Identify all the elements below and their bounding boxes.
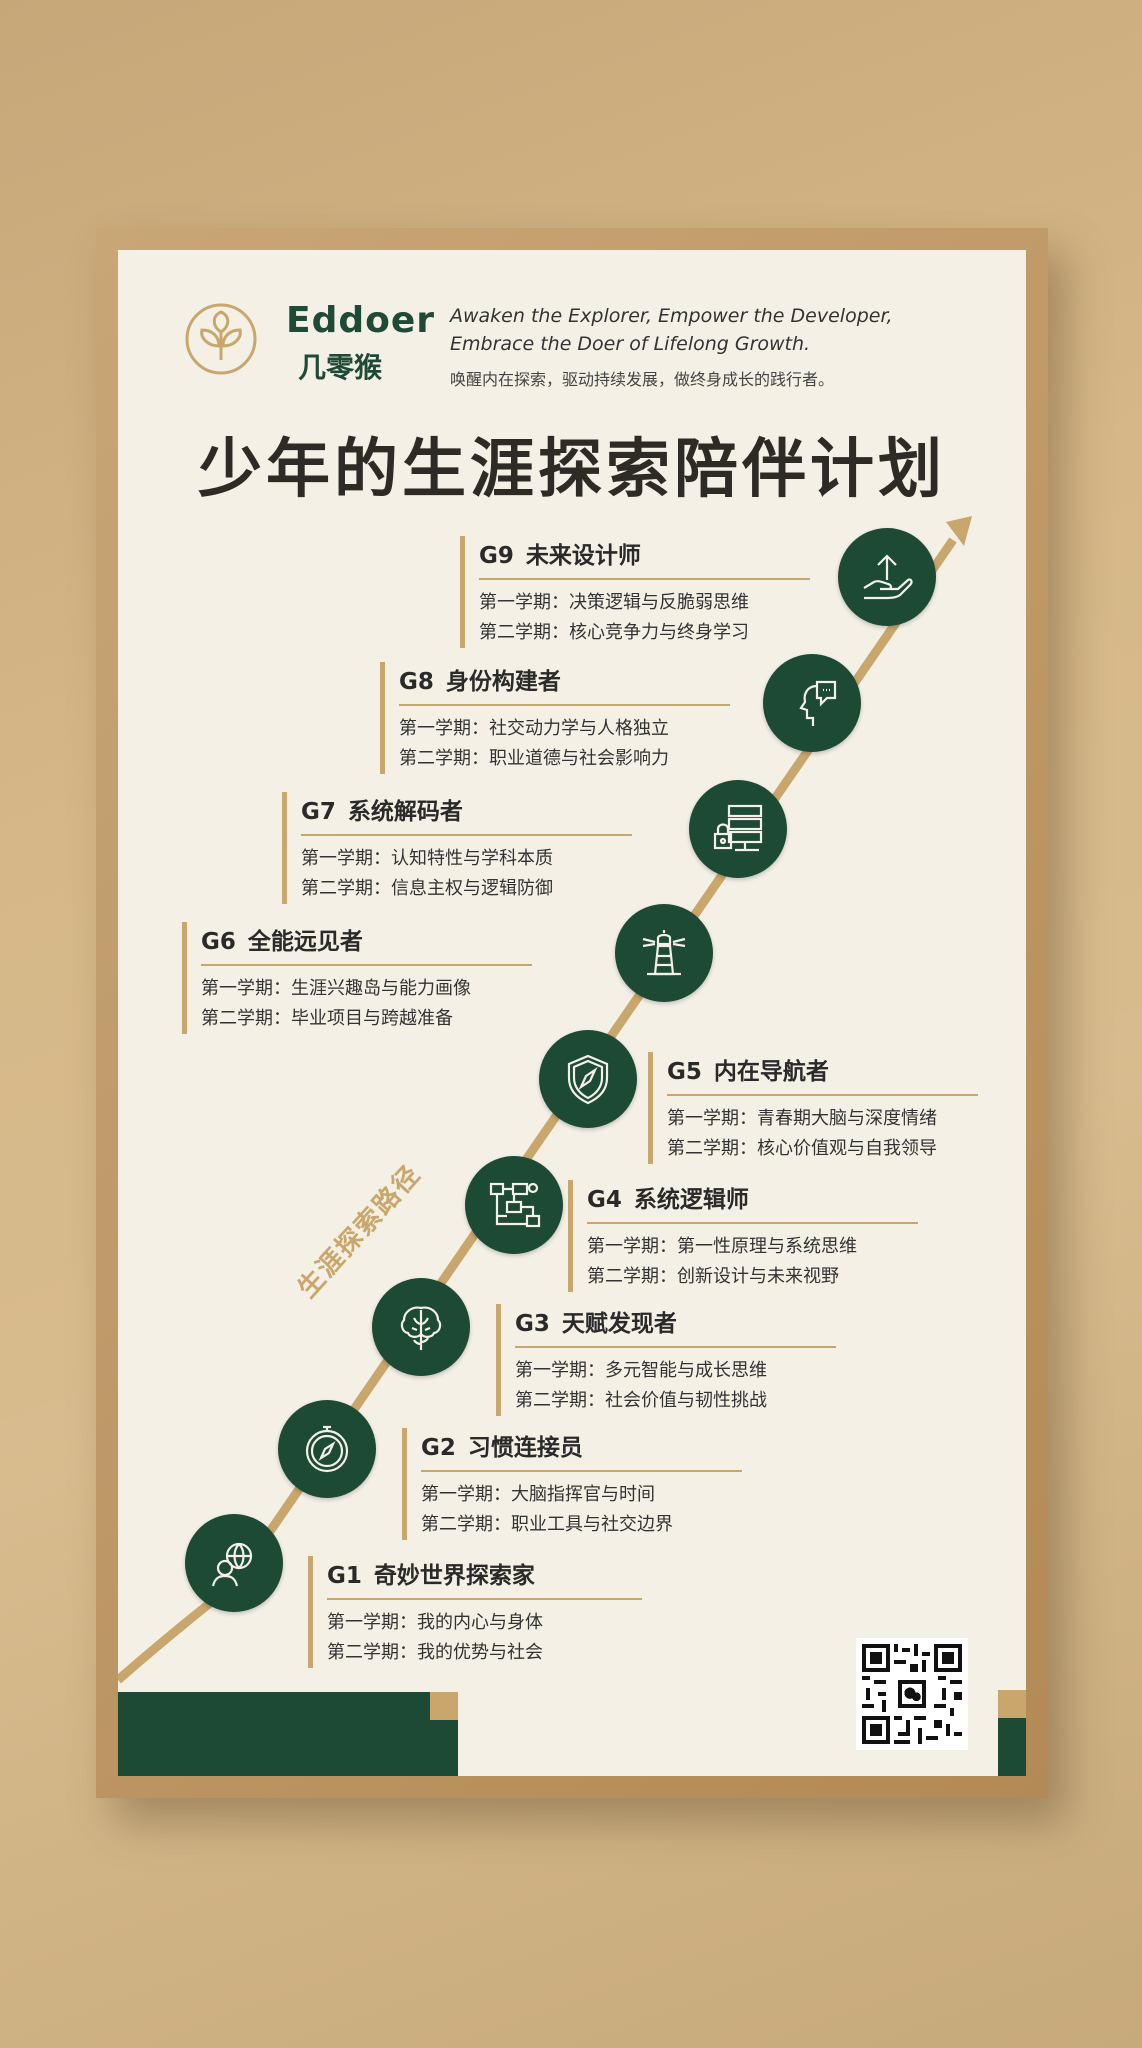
node-g7 [689,780,787,878]
grade-code: G9 [479,543,514,569]
child-globe-icon [211,1542,253,1587]
grade-heading: G8 身份构建者 [399,662,730,706]
grade-name: 身份构建者 [445,669,561,695]
term-2: 第二学期：创新设计与未来视野 [587,1266,839,1287]
term-1: 第一学期：多元智能与成长思维 [515,1360,767,1381]
term-2: 第二学期：信息主权与逻辑防御 [301,878,553,899]
brand-name-cn: 几零猴 [298,351,383,384]
bottom-gold-square [430,1692,458,1720]
poster-frame: Eddoer 几零猴 Awaken the Explorer, Empower … [96,228,1048,1798]
grade-name: 系统逻辑师 [633,1187,749,1213]
term-1: 第一学期：生涯兴趣岛与能力画像 [201,978,471,999]
grade-name: 内在导航者 [713,1059,829,1085]
term-2: 第二学期：核心价值观与自我领导 [667,1138,937,1159]
grade-block-g5: G5 内在导航者 第一学期：青春期大脑与深度情绪 第二学期：核心价值观与自我领导 [648,1052,978,1164]
grade-block-g8: G8 身份构建者 第一学期：社交动力学与人格独立 第二学期：职业道德与社会影响力 [380,662,730,774]
grade-heading: G5 内在导航者 [667,1052,978,1096]
term-1: 第一学期：决策逻辑与反脆弱思维 [479,592,749,613]
grade-code: G6 [201,929,236,955]
grade-block-g4: G4 系统逻辑师 第一学期：第一性原理与系统思维 第二学期：创新设计与未来视野 [568,1180,918,1292]
grade-name: 系统解码者 [347,799,463,825]
grade-code: G4 [587,1187,622,1213]
grade-code: G8 [399,669,434,695]
grade-code: G1 [327,1563,362,1589]
grade-code: G3 [515,1311,550,1337]
grade-name: 全能远见者 [247,929,363,955]
flowchart-icon [489,1182,541,1228]
node-g6 [615,904,713,1002]
grade-name: 天赋发现者 [561,1311,677,1337]
grade-code: G2 [421,1435,456,1461]
node-g5 [539,1030,637,1128]
brand-name-en: Eddoer [286,300,436,341]
node-g2 [278,1400,376,1498]
lighthouse-icon [642,930,686,976]
leaf-logo-icon [185,303,257,375]
compass-icon [305,1425,349,1473]
grade-heading: G4 系统逻辑师 [587,1180,918,1224]
grade-name: 未来设计师 [525,543,641,569]
poster: Eddoer 几零猴 Awaken the Explorer, Empower … [118,250,1026,1776]
hand-arrow-icon [863,554,913,600]
slogan-en-line-2: Embrace the Doer of Lifelong Growth. [450,333,811,355]
slogan-en-line-1: Awaken the Explorer, Empower the Develop… [450,305,893,327]
node-g1 [185,1514,283,1612]
term-2: 第二学期：社会价值与韧性挑战 [515,1390,767,1411]
term-1: 第一学期：青春期大脑与深度情绪 [667,1108,937,1129]
brain-tree-icon [400,1306,442,1350]
node-g4 [465,1156,563,1254]
grade-heading: G9 未来设计师 [479,536,810,580]
node-g3 [372,1278,470,1376]
node-g9 [838,528,936,626]
wechat-qr-code[interactable] [856,1638,968,1750]
path-arrowhead-icon [946,516,972,546]
term-2: 第二学期：核心竞争力与终身学习 [479,622,749,643]
term-1: 第一学期：认知特性与学科本质 [301,848,553,869]
grade-block-g6: G6 全能远见者 第一学期：生涯兴趣岛与能力画像 第二学期：毕业项目与跨越准备 [182,922,532,1034]
grade-heading: G3 天赋发现者 [515,1304,836,1348]
grade-block-g1: G1 奇妙世界探索家 第一学期：我的内心与身体 第二学期：我的优势与社会 [308,1556,642,1668]
grade-block-g3: G3 天赋发现者 第一学期：多元智能与成长思维 第二学期：社会价值与韧性挑战 [496,1304,836,1416]
grade-block-g9: G9 未来设计师 第一学期：决策逻辑与反脆弱思维 第二学期：核心竞争力与终身学习 [460,536,810,648]
term-2: 第二学期：我的优势与社会 [327,1642,543,1663]
grade-block-g2: G2 习惯连接员 第一学期：大脑指挥官与时间 第二学期：职业工具与社交边界 [402,1428,742,1540]
page-title: 少年的生涯探索陪伴计划 [198,433,946,507]
term-2: 第二学期：职业工具与社交边界 [421,1514,673,1535]
term-1: 第一学期：第一性原理与系统思维 [587,1236,857,1257]
term-2: 第二学期：职业道德与社会影响力 [399,748,669,769]
grade-heading: G1 奇妙世界探索家 [327,1556,642,1600]
grade-name: 习惯连接员 [467,1435,583,1461]
bottom-green-bar [118,1692,458,1776]
slogan: Awaken the Explorer, Empower the Develop… [450,302,970,390]
server-lock-icon [713,804,763,852]
head-speech-icon [799,680,837,726]
term-1: 第一学期：大脑指挥官与时间 [421,1484,655,1505]
term-1: 第一学期：社交动力学与人格独立 [399,718,669,739]
slogan-cn: 唤醒内在探索，驱动持续发展，做终身成长的践行者。 [450,370,835,389]
grade-name: 奇妙世界探索家 [373,1563,535,1589]
term-2: 第二学期：毕业项目与跨越准备 [201,1008,453,1029]
grade-heading: G2 习惯连接员 [421,1428,742,1472]
node-g8 [763,654,861,752]
grade-block-g7: G7 系统解码者 第一学期：认知特性与学科本质 第二学期：信息主权与逻辑防御 [282,792,632,904]
right-gold-square [998,1690,1026,1718]
grade-heading: G6 全能远见者 [201,922,532,966]
term-1: 第一学期：我的内心与身体 [327,1612,543,1633]
grade-code: G5 [667,1059,702,1085]
grade-code: G7 [301,799,336,825]
grade-heading: G7 系统解码者 [301,792,632,836]
qr-code-icon [862,1644,962,1744]
right-green-bar [998,1718,1026,1776]
shield-compass-icon [567,1054,609,1105]
